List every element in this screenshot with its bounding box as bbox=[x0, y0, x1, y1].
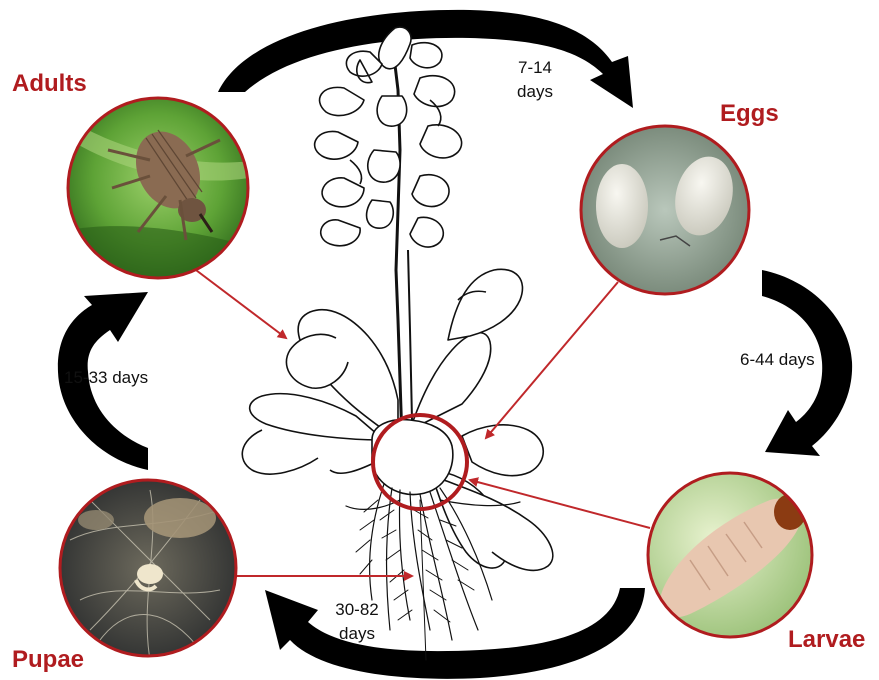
egg-left bbox=[596, 164, 648, 248]
duration-adults-to-eggs-unit: days bbox=[500, 80, 570, 104]
label-eggs: Eggs bbox=[720, 100, 779, 128]
duration-larvae-to-pupae-range: 30-82 bbox=[322, 598, 392, 622]
duration-eggs-to-larvae: 6-44 days bbox=[740, 348, 815, 372]
duration-adults-to-eggs: 7-14 days bbox=[500, 56, 570, 104]
duration-larvae-to-pupae: 30-82 days bbox=[322, 598, 392, 646]
flower-cluster bbox=[315, 27, 462, 247]
duration-pupae-to-adults: 15-33 days bbox=[64, 366, 148, 390]
label-pupae: Pupae bbox=[12, 646, 84, 674]
duration-adults-to-eggs-range: 7-14 bbox=[500, 56, 570, 80]
label-adults: Adults bbox=[12, 70, 87, 98]
duration-larvae-to-pupae-unit: days bbox=[322, 622, 392, 646]
egg-photo bbox=[581, 126, 749, 294]
pupa-photo bbox=[60, 480, 236, 660]
pupa-body bbox=[137, 564, 163, 584]
adult-weevil-photo bbox=[68, 98, 260, 280]
label-larvae: Larvae bbox=[788, 626, 865, 654]
larva-photo bbox=[648, 473, 812, 637]
